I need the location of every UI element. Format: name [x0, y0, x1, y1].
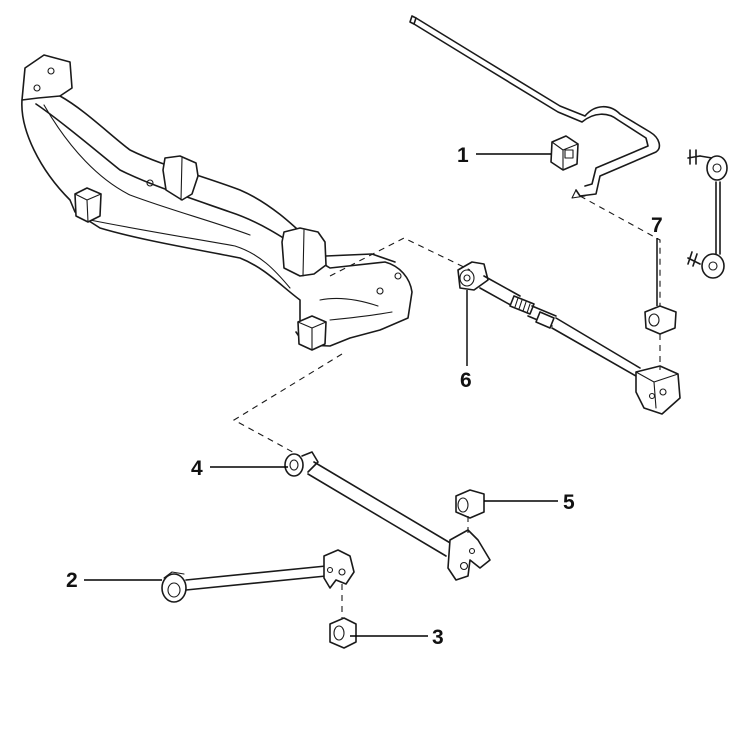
callout-labels: 1 2 3 4 5 6 7: [66, 144, 663, 649]
stabilizer-link: [687, 149, 728, 279]
callout-6: 6: [460, 369, 472, 392]
callout-4: 4: [191, 457, 203, 480]
callout-leaders: [84, 153, 658, 637]
lower-rod: [161, 549, 355, 603]
part-3-rod-bushing: [329, 617, 357, 649]
callout-7: 7: [651, 214, 663, 237]
callout-3: 3: [432, 626, 444, 649]
lower-lateral-arm: [284, 451, 491, 581]
part-7-link-bushing: [644, 305, 677, 335]
rear-subframe: [21, 54, 413, 351]
callout-5: 5: [563, 491, 575, 514]
part-5-arm-bushing: [455, 489, 485, 519]
upper-lateral-arm: [457, 261, 681, 415]
stabilizer-bar: [409, 15, 661, 199]
part-1-stabilizer-bushing: [550, 135, 579, 171]
assembly-guide-lines: [232, 195, 661, 618]
callout-2: 2: [66, 569, 78, 592]
callout-1: 1: [457, 144, 469, 167]
